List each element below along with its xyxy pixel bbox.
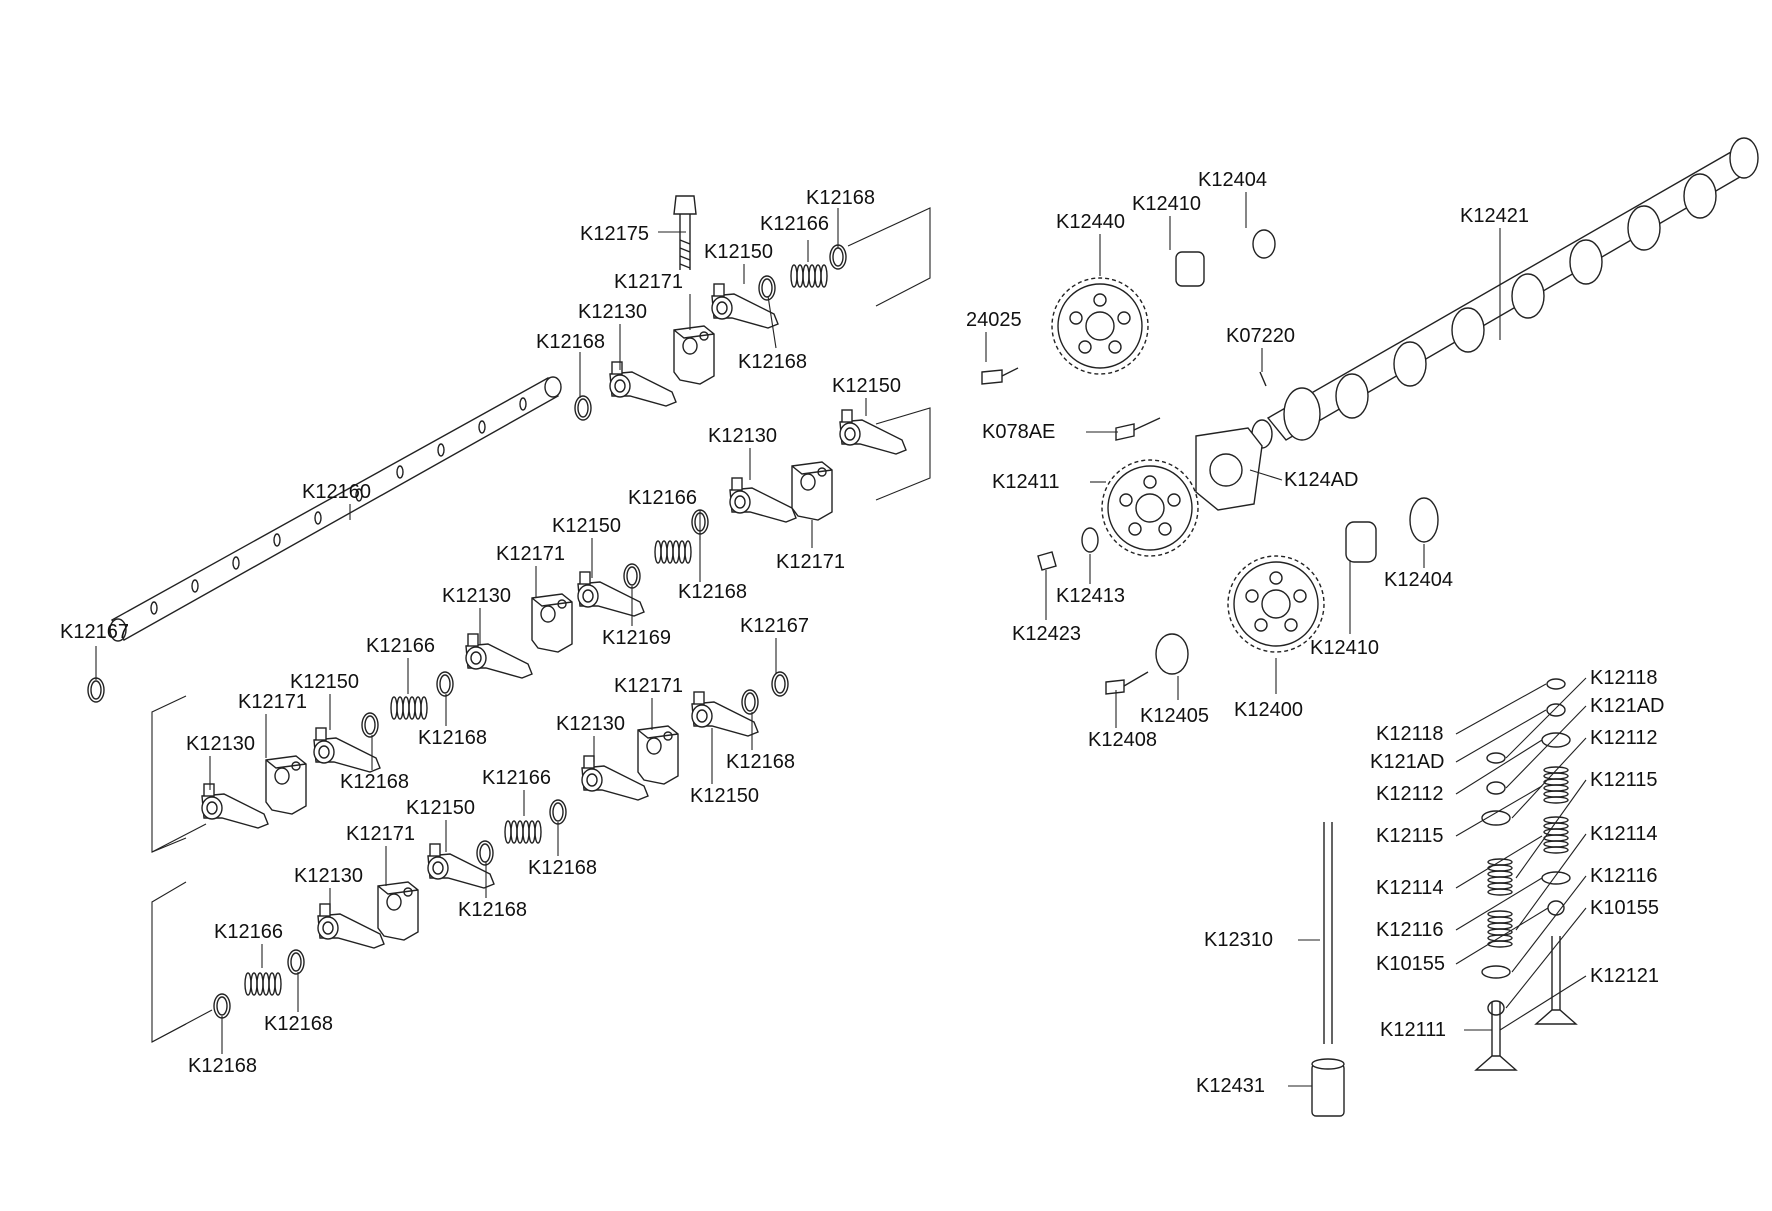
part-label: K12130 (708, 425, 777, 447)
part-label: K12114 (1590, 823, 1657, 845)
part-label: K12150 (690, 785, 759, 807)
part-label: K12111 (1380, 1019, 1446, 1041)
part-label: K12404 (1198, 169, 1267, 191)
leader-line (1455, 835, 1543, 889)
part-label: K12168 (678, 581, 747, 603)
part-label: K121AD (1370, 751, 1445, 773)
part-label: K12168 (536, 331, 605, 353)
part-label: K12171 (614, 271, 683, 293)
part-label: K12168 (418, 727, 487, 749)
part-label: K12114 (1376, 877, 1443, 899)
part-label: K12116 (1590, 865, 1657, 887)
part-label: K12168 (340, 771, 409, 793)
part-label: K12166 (482, 767, 551, 789)
part-label: K12150 (406, 797, 475, 819)
part-label: K12167 (740, 615, 809, 637)
part-label: K12166 (628, 487, 697, 509)
part-label: K124AD (1284, 469, 1359, 491)
part-label: K12410 (1310, 637, 1379, 659)
part-label: K12150 (832, 375, 901, 397)
part-label: K12130 (578, 301, 647, 323)
part-label: K12160 (302, 481, 371, 503)
part-label: K12116 (1376, 919, 1443, 941)
part-label: K12175 (580, 223, 649, 245)
part-label: K12118 (1590, 667, 1657, 689)
part-label: K12171 (496, 543, 565, 565)
part-label: K12168 (188, 1055, 257, 1077)
part-label: 24025 (966, 309, 1022, 331)
leader-line (1455, 785, 1543, 837)
part-label: K12411 (992, 471, 1059, 493)
bolt (673, 195, 697, 270)
part-label: K12421 (1460, 205, 1529, 227)
part-label: K12150 (552, 515, 621, 537)
part-label: K12118 (1376, 723, 1443, 745)
part-label: K12404 (1384, 569, 1453, 591)
part-label: K121AD (1590, 695, 1665, 717)
part-label: K12168 (458, 899, 527, 921)
valve-train (1311, 678, 1578, 1117)
leader-line (1505, 705, 1587, 789)
part-label: K12166 (214, 921, 283, 943)
part-label: K12169 (602, 627, 671, 649)
part-label: K12150 (290, 671, 359, 693)
part-label: K12431 (1196, 1075, 1265, 1097)
part-label: K12130 (556, 713, 625, 735)
leader-line (1511, 875, 1587, 973)
part-label: K10155 (1376, 953, 1445, 975)
part-label: K12171 (614, 675, 683, 697)
leader-line (1455, 877, 1543, 931)
part-label: K078AE (982, 421, 1055, 443)
part-label: K12115 (1376, 825, 1443, 847)
part-label: K12168 (264, 1013, 333, 1035)
part-label: K07220 (1226, 325, 1295, 347)
leader-line (1499, 975, 1587, 1031)
part-label: K12413 (1056, 585, 1125, 607)
misc-parts (981, 229, 1439, 695)
part-labels: K12175 K12166 K12168 K12150 K12171 K1213… (60, 169, 1665, 1097)
part-label: K12405 (1140, 705, 1209, 727)
part-label: K12310 (1204, 929, 1273, 951)
part-label: K12167 (60, 621, 129, 643)
leader-line (1505, 907, 1587, 1009)
part-label: K12171 (238, 691, 307, 713)
part-label: K12130 (186, 733, 255, 755)
part-label: K12130 (442, 585, 511, 607)
leader-lines (95, 192, 1587, 1087)
leader-line (1455, 907, 1549, 965)
part-label: K12115 (1590, 769, 1657, 791)
part-label: K12440 (1056, 211, 1125, 233)
part-label: K12168 (726, 751, 795, 773)
leader-line (767, 295, 777, 349)
part-label: K12168 (806, 187, 875, 209)
part-label: K12166 (760, 213, 829, 235)
leader-line (1515, 779, 1587, 879)
part-label: K10155 (1590, 897, 1659, 919)
part-label: K12408 (1088, 729, 1157, 751)
part-label: K12171 (776, 551, 845, 573)
part-label: K12168 (738, 351, 807, 373)
part-label: K12112 (1376, 783, 1443, 805)
leader-line (1455, 739, 1543, 795)
leader-line (1505, 677, 1587, 759)
group-brackets (151, 207, 931, 1043)
part-label: K12166 (366, 635, 435, 657)
part-label: K12168 (528, 857, 597, 879)
part-label: K12410 (1132, 193, 1201, 215)
part-label: K12121 (1590, 965, 1659, 987)
part-label: K12400 (1234, 699, 1303, 721)
leader-line (1455, 709, 1547, 763)
leader-line (1249, 469, 1283, 481)
part-label: K12171 (346, 823, 415, 845)
leader-line (1515, 833, 1587, 931)
leader-line (1511, 737, 1587, 819)
part-label: K12423 (1012, 623, 1081, 645)
part-label: K12112 (1590, 727, 1657, 749)
leader-line (1455, 683, 1547, 735)
part-label: K12130 (294, 865, 363, 887)
rocker-shaft (109, 376, 562, 642)
part-label: K12150 (704, 241, 773, 263)
camshaft (1251, 137, 1759, 449)
